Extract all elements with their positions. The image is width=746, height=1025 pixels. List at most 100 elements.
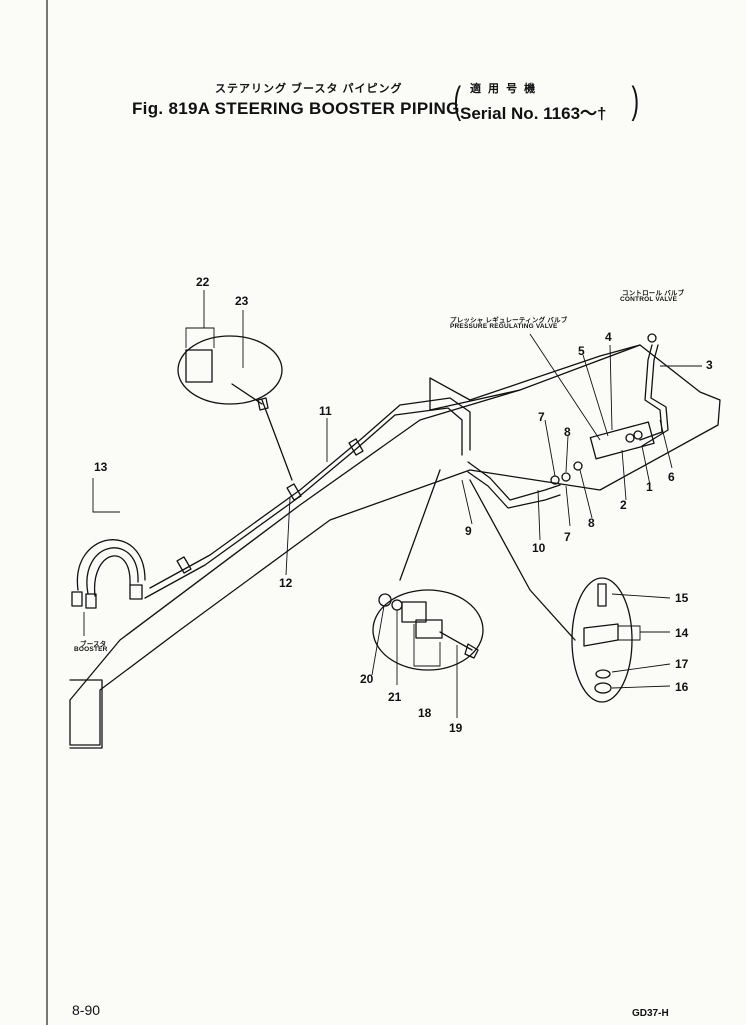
sheet-edge-line bbox=[46, 0, 48, 1025]
part-label-4: 4 bbox=[605, 330, 612, 344]
part-label-1: 1 bbox=[646, 480, 653, 494]
valve-fitting-b bbox=[633, 430, 643, 440]
fitting-left-2 bbox=[85, 593, 97, 609]
leader-8a bbox=[565, 435, 569, 473]
leader-5 bbox=[582, 354, 609, 437]
leader-20 bbox=[371, 605, 385, 676]
leader-14 bbox=[618, 625, 670, 641]
leader-12 bbox=[285, 497, 291, 576]
pressure-valve-jp: プレッシャ レギュレーティング バルブ bbox=[450, 317, 568, 324]
control-valve-label: CONTROL VALVE bbox=[620, 296, 678, 303]
pipe-10-b bbox=[467, 471, 561, 509]
clamp-2 bbox=[286, 483, 302, 501]
control-valve-block bbox=[589, 421, 655, 460]
clamp-18-b bbox=[415, 619, 443, 639]
detail-circle-22-23 bbox=[177, 335, 283, 405]
detail-leader-22-23 bbox=[261, 399, 293, 481]
detail-circle-18-21 bbox=[372, 589, 484, 671]
washer-17 bbox=[595, 669, 611, 679]
leader-6 bbox=[659, 419, 673, 469]
part-label-13: 13 bbox=[94, 460, 108, 474]
serial-paren-left: ( bbox=[453, 80, 462, 122]
detail-leader-18-21 bbox=[399, 469, 441, 581]
leader-13 bbox=[92, 478, 120, 513]
figure-title: Fig. 819A STEERING BOOSTER PIPING bbox=[132, 99, 460, 118]
leader-9 bbox=[461, 479, 473, 525]
nut-20 bbox=[378, 593, 392, 607]
fitting-left-1 bbox=[71, 591, 83, 607]
part-label-23: 23 bbox=[235, 294, 249, 308]
control-valve-jp: コントロール バルブ bbox=[622, 290, 685, 297]
valve-fitting-a bbox=[625, 433, 635, 443]
hose-13-a bbox=[76, 539, 146, 591]
hose-13-c bbox=[94, 555, 131, 597]
leader-16 bbox=[611, 685, 671, 689]
booster-jp: ブースタ bbox=[80, 641, 107, 648]
part-label-20: 20 bbox=[360, 672, 374, 686]
washer-21 bbox=[391, 599, 403, 611]
clamp-18-a bbox=[401, 601, 427, 623]
part-label-2: 2 bbox=[620, 498, 627, 512]
serial-number: Serial No. 1163～† bbox=[460, 104, 607, 123]
machine-frame bbox=[69, 344, 721, 746]
part-label-6: 6 bbox=[668, 470, 675, 484]
part-label-18: 18 bbox=[418, 706, 432, 720]
part-label-5: 5 bbox=[578, 344, 585, 358]
leader-15 bbox=[611, 593, 671, 599]
leader-10 bbox=[537, 489, 541, 541]
pipe-3 bbox=[639, 344, 663, 441]
part-label-14: 14 bbox=[675, 626, 689, 640]
serial-paren-right: ) bbox=[631, 80, 640, 122]
part-label-19: 19 bbox=[449, 721, 463, 735]
pipe-11-b bbox=[144, 407, 463, 599]
part-label-8-lower: 8 bbox=[588, 516, 595, 530]
bolt-15 bbox=[597, 583, 607, 607]
leader-7b bbox=[565, 485, 571, 527]
part-label-12: 12 bbox=[279, 576, 293, 590]
part-label-22: 22 bbox=[196, 275, 210, 289]
part-label-8-upper: 8 bbox=[564, 425, 571, 439]
nut-16 bbox=[594, 682, 612, 694]
leader-17 bbox=[611, 663, 671, 673]
hose-13-b bbox=[86, 547, 139, 595]
leader-7a bbox=[544, 419, 556, 477]
part-label-7-lower: 7 bbox=[564, 530, 571, 544]
pipe-11 bbox=[149, 397, 471, 589]
clamp-3 bbox=[348, 438, 364, 456]
leader-22 bbox=[185, 290, 215, 348]
part-label-10: 10 bbox=[532, 541, 546, 555]
bolt-23 bbox=[231, 383, 269, 411]
part-label-11: 11 bbox=[319, 404, 332, 418]
valve-fitting-e bbox=[573, 461, 583, 471]
part-label-16: 16 bbox=[675, 680, 689, 694]
fitting-right-1 bbox=[129, 584, 143, 600]
valve-fitting-d bbox=[561, 472, 571, 482]
bolt-19 bbox=[439, 631, 479, 659]
leader-8b bbox=[579, 469, 593, 519]
part-label-17: 17 bbox=[675, 657, 689, 671]
bracket-22 bbox=[185, 349, 213, 383]
serial-japanese: 適 用 号 機 bbox=[470, 83, 538, 95]
pipe-10 bbox=[467, 461, 561, 501]
pipe-3-b bbox=[641, 344, 669, 447]
clamp-1 bbox=[176, 556, 192, 574]
booster-label: BOOSTER bbox=[74, 646, 108, 653]
part-label-9: 9 bbox=[465, 524, 472, 538]
detail-leader-14-17 bbox=[469, 479, 576, 641]
leader-18 bbox=[413, 624, 441, 667]
leader-2 bbox=[621, 449, 627, 501]
pressure-valve-label: PRESSURE REGULATING VALVE bbox=[450, 323, 558, 330]
leader-pressure-valve bbox=[529, 333, 601, 441]
control-valve-port bbox=[647, 333, 657, 343]
frame-top-edge bbox=[429, 344, 641, 401]
leader-1 bbox=[641, 445, 651, 486]
title-japanese: ステアリング ブースタ パイピング bbox=[215, 83, 403, 95]
part-label-3: 3 bbox=[706, 358, 713, 372]
leader-4 bbox=[609, 344, 613, 431]
part-label-15: 15 bbox=[675, 591, 689, 605]
page-number: 8-90 bbox=[72, 1002, 101, 1018]
part-label-7-upper: 7 bbox=[538, 410, 545, 424]
model-code: GD37-H bbox=[632, 1008, 669, 1019]
